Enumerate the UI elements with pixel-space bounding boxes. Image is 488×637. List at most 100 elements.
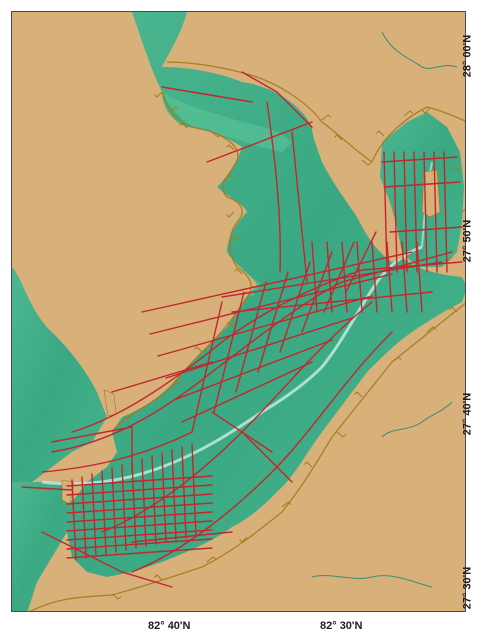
survey-track-line (165, 317, 353, 379)
survey-track-line (257, 271, 289, 373)
survey-track-line (386, 241, 393, 313)
creek-tick (194, 346, 203, 353)
shallow-water (162, 92, 292, 152)
survey-track-line (66, 502, 213, 514)
creek-tick (124, 413, 133, 420)
creek-tick (334, 134, 343, 141)
survey-track-line (66, 493, 213, 505)
survey-track-line (356, 241, 363, 313)
survey-track-line (181, 361, 313, 423)
eastern-land (167, 12, 465, 162)
survey-track-line (66, 529, 213, 541)
survey-track-line (206, 121, 313, 163)
bay-water (67, 12, 465, 577)
survey-track-line (81, 476, 87, 559)
peninsula-land (12, 12, 257, 432)
survey-track-line (41, 531, 173, 588)
creek-tick (226, 211, 235, 218)
creek-tick (171, 381, 182, 388)
survey-track-line (141, 251, 413, 313)
survey-track-line (149, 273, 393, 335)
survey-track-line (235, 281, 267, 393)
latitude-label-27-30: 27° 30'N (461, 566, 474, 610)
survey-track-line (413, 151, 418, 273)
survey-track-line (241, 71, 313, 128)
creek-tick (422, 107, 431, 114)
creek-tick (234, 268, 243, 275)
survey-track-line (291, 131, 308, 283)
southern-land (29, 303, 465, 611)
survey-track-line (241, 431, 293, 483)
river (381, 31, 458, 69)
creek-tick (461, 208, 465, 213)
creek-tick (361, 159, 372, 166)
survey-track-line (443, 151, 448, 273)
creek-tick (226, 144, 235, 151)
survey-track-line (371, 241, 378, 313)
survey-track-line (173, 339, 333, 401)
creek-tick (376, 130, 385, 137)
creek-tick (169, 106, 180, 113)
latitude-label-27-40: 27° 40'N (461, 392, 474, 436)
river (381, 401, 453, 438)
survey-track-line (66, 511, 213, 523)
survey-track-line (101, 470, 107, 555)
survey-track-line (21, 486, 73, 491)
survey-track-line (66, 520, 213, 532)
survey-track-line (141, 458, 147, 547)
survey-track-line (311, 241, 318, 313)
survey-track-line (191, 443, 197, 537)
survey-track-line (403, 151, 408, 273)
survey-track-line (157, 295, 373, 357)
creek-tick (111, 593, 122, 600)
survey-track-line (51, 251, 453, 453)
creek-tick (336, 431, 347, 438)
creek-tick (281, 501, 292, 508)
survey-track-line (266, 101, 281, 273)
creek-tick (239, 536, 248, 543)
survey-track-line (91, 473, 97, 557)
latitude-label-28-00: 28° 00'N (461, 34, 474, 78)
creek-tick (179, 122, 188, 129)
survey-track-line (161, 86, 253, 103)
survey-track-line (41, 431, 193, 473)
survey-track-line (389, 226, 463, 233)
survey-track-line (401, 241, 408, 313)
survey-track-line (393, 151, 398, 273)
creek-tick (154, 91, 163, 98)
survey-track-line (326, 241, 333, 313)
creek-tick (321, 114, 332, 121)
survey-track-line (71, 479, 77, 561)
survey-track-line (381, 156, 458, 163)
survey-track-line (131, 461, 137, 549)
survey-track-line (345, 231, 377, 293)
survey-track-line (383, 181, 461, 188)
survey-track-line (211, 411, 273, 453)
creek-tick (206, 556, 217, 563)
survey-track-line (66, 484, 213, 496)
gulf-water-south (12, 482, 72, 611)
creek-tick (452, 166, 461, 173)
creek-tick (391, 356, 402, 363)
interbay-peninsula (312, 127, 404, 262)
creek-tick (229, 236, 240, 243)
survey-track-line (51, 426, 133, 473)
survey-track-line (151, 455, 157, 545)
creek-tick (304, 461, 313, 468)
shoreline (166, 61, 465, 163)
creek-tick (449, 306, 458, 313)
survey-track-line (323, 241, 355, 313)
survey-track-line (171, 449, 177, 541)
bathymetry-map (11, 11, 466, 612)
survey-track-line (131, 331, 393, 573)
survey-track-line (221, 261, 443, 298)
creek-tick (426, 326, 437, 333)
river (311, 575, 433, 588)
creek-tick (211, 131, 222, 138)
creek-tick (154, 574, 163, 581)
longitude-label-82-30: 82° 30'N (320, 620, 363, 632)
survey-track-line (423, 151, 428, 273)
survey-track-line (433, 151, 438, 273)
survey-track-line (131, 531, 233, 543)
survey-track-line (66, 538, 213, 550)
